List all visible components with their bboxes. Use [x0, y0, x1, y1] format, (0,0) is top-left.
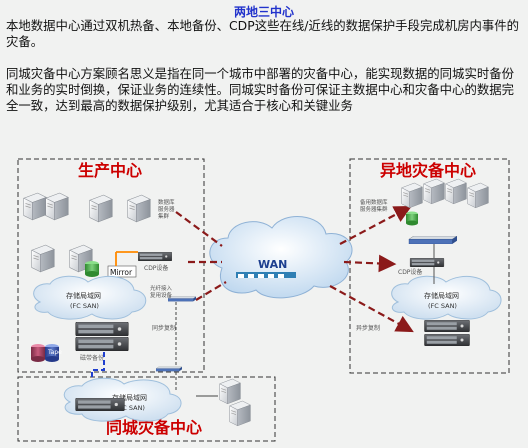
standby-db-cluster-label: 备用数据库服务器集群 — [360, 198, 388, 213]
remote-storage-network-cloud — [391, 275, 502, 320]
fc-san-label: (FC SAN) — [70, 302, 99, 310]
production-center-box — [17, 158, 205, 373]
remote-cdp-unit — [409, 258, 445, 267]
page-title: 两地三中心 — [233, 5, 294, 19]
intro-paragraph-same-city: 同城灾备中心方案顾名思义是指在同一个城市中部署的灾备中心，能实现数据的同城实时备… — [6, 66, 515, 113]
same-city-storage-array — [75, 398, 125, 411]
mirror-label: Mirror — [110, 268, 133, 277]
storage-lan-label: 存储局域网 — [66, 291, 101, 300]
remote-center-box — [349, 158, 510, 374]
prod-gateway — [168, 296, 196, 302]
wan-access-gw-label: 光纤接入复用设备 — [150, 284, 173, 299]
prod-app-server-1 — [31, 244, 55, 273]
tape-disk-1 — [31, 344, 45, 362]
wan-label: WAN — [258, 258, 287, 271]
same-city-fc-san-label: (FC SAN) — [116, 404, 145, 412]
same-city-center-box — [17, 376, 276, 442]
remote-fc-san-label: (FC SAN) — [428, 302, 457, 310]
wan-cloud: WAN — [209, 216, 353, 299]
production-center-label: 生产中心 — [78, 161, 142, 180]
remote-switch — [408, 236, 458, 244]
same-city-gateway — [156, 366, 182, 372]
same-city-center-label: 同城灾备中心 — [106, 418, 202, 437]
prod-server-2 — [45, 192, 69, 221]
remote-server-1 — [401, 182, 423, 209]
prod-cdp-unit — [138, 252, 172, 261]
same-city-server-1 — [219, 378, 241, 405]
link-prod-db-to-wan — [175, 211, 223, 247]
mirror-box — [107, 265, 137, 278]
link-wan-to-remote-cdp — [343, 254, 397, 273]
sync-copy-label: 同步复制 — [152, 324, 176, 332]
prod-storage-network-cloud — [33, 275, 147, 320]
remote-green-disk — [406, 211, 418, 226]
tape-backup-caption: 磁带备份 — [80, 354, 104, 362]
remote-storage-array-2 — [424, 334, 470, 346]
remote-storage-lan-label: 存储局域网 — [424, 291, 459, 300]
remote-center-label: 异地灾备中心 — [380, 161, 476, 180]
tape-backup-label: Tape — [47, 349, 62, 356]
remote-async-copy-label: 异步复制 — [356, 324, 380, 332]
link-wan-to-remote-db — [339, 205, 412, 245]
prod-server-3 — [89, 194, 113, 223]
cdp-device-label: CDP设备 — [144, 264, 168, 272]
link-wan-to-remote-storage — [329, 285, 414, 333]
db-server-cluster-label: 数据库服务器集群 — [158, 198, 175, 220]
link-prod-gw-to-wan — [195, 281, 227, 301]
remote-storage-array-1 — [424, 320, 470, 332]
remote-server-4 — [467, 182, 489, 209]
prod-storage-array-1 — [75, 322, 129, 336]
remote-cdp-label: CDP设备 — [398, 268, 422, 276]
mirror-disk — [85, 261, 99, 277]
remote-server-2 — [423, 178, 445, 205]
same-city-server-2 — [229, 400, 251, 427]
remote-server-3 — [445, 178, 467, 205]
same-city-storage-lan-label: 存储局域网 — [112, 393, 147, 402]
prod-storage-array-2 — [75, 337, 129, 351]
prod-server-1 — [23, 192, 47, 221]
prod-db-server — [127, 194, 151, 223]
tape-disk-2 — [45, 344, 59, 362]
intro-paragraph-local: 本地数据中心通过双机热备、本地备份、CDP这些在线/近线的数据保护手段完成机房内… — [6, 18, 520, 49]
